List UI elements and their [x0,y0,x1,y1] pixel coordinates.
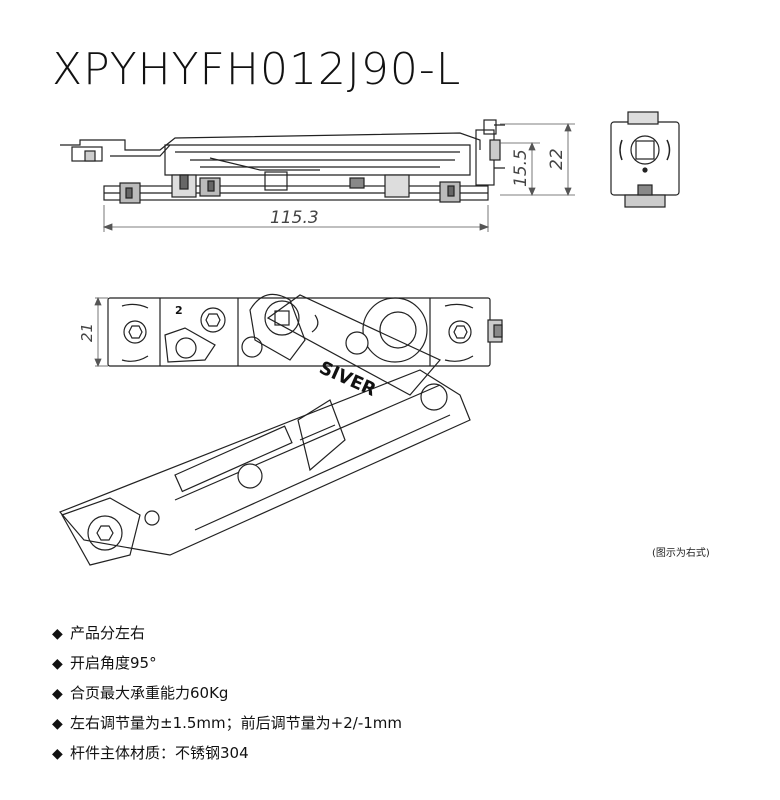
brand-mark: SIVER [316,357,379,401]
spec-text: 左右调节量为±1.5mm；前后调节量为+2/-1mm [70,714,402,732]
diamond-bullet-icon: ◆ [52,716,63,732]
spec-item: ◆ 杆件主体材质：不锈钢304 [52,742,402,772]
spec-text: 合页最大承重能力60Kg [70,684,229,702]
dim-height-outer-label: 22 [547,148,567,170]
diamond-bullet-icon: ◆ [52,656,63,672]
top-view [58,293,503,566]
diamond-bullet-icon: ◆ [52,686,63,702]
technical-drawing: 115.3 15.5 22 [58,111,680,566]
plate-number: 2 [175,304,183,317]
side-view-dimensions [102,122,575,232]
spec-item: ◆ 左右调节量为±1.5mm；前后调节量为+2/-1mm [52,712,402,742]
product-code-title: XPYHYFH012J90-L [52,44,462,95]
dim-width-label: 21 [78,323,96,342]
spec-item: ◆ 合页最大承重能力60Kg [52,682,402,712]
spec-item: ◆ 开启角度95° [52,652,402,682]
side-view [60,119,505,204]
diamond-bullet-icon: ◆ [52,626,63,642]
figure-caption: (图示为右式) [652,548,710,559]
top-view-dimensions [94,296,108,368]
dim-length-label: 115.3 [270,208,319,228]
spec-list: ◆ 产品分左右 ◆ 开启角度95° ◆ 合页最大承重能力60Kg ◆ 左右调节量为±1.… [52,622,402,772]
spec-text: 产品分左右 [70,624,146,642]
spec-text: 杆件主体材质：不锈钢304 [70,744,249,762]
dim-height-inner-label: 15.5 [511,149,531,187]
end-view [610,111,680,208]
spec-item: ◆ 产品分左右 [52,622,402,652]
diamond-bullet-icon: ◆ [52,746,63,762]
spec-text: 开启角度95° [70,654,157,672]
